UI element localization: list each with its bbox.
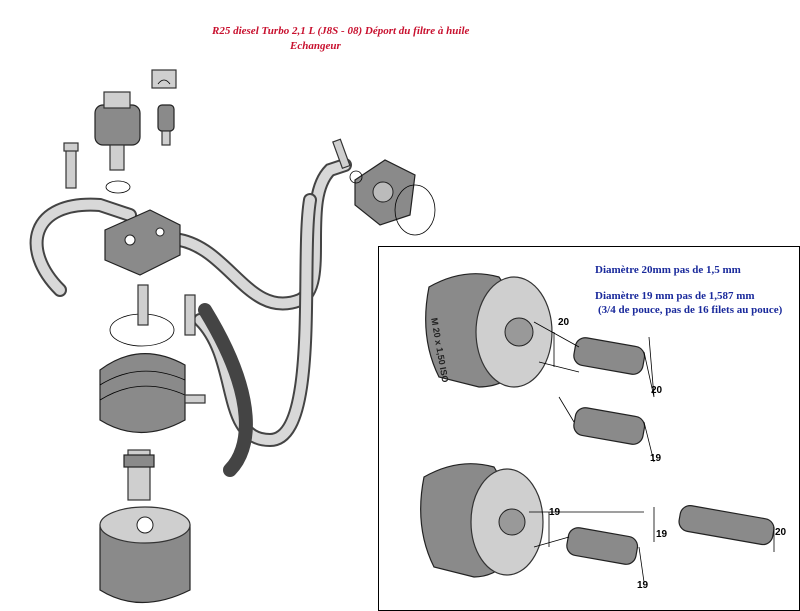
diagram-subtitle: Echangeur: [290, 40, 341, 52]
oil-filter: [99, 506, 191, 604]
oil-hoses: [29, 158, 352, 477]
dimension-lines: [529, 321, 775, 583]
threaded-nipples: [566, 337, 775, 565]
exchanger-flange: [354, 159, 436, 236]
dim-label: 19: [637, 580, 649, 591]
thread-detail-drawing: [420, 273, 775, 583]
temperature-sensor: [151, 69, 177, 146]
dim-label: 20: [651, 385, 663, 396]
thread-detail-inset: Diamètre 20mm pas de 1,5 mm Diamètre 19 …: [378, 246, 800, 611]
bolts: [63, 138, 351, 189]
note-19mm-detail: (3/4 de pouce, pas de 16 filets au pouce…: [598, 304, 783, 316]
filter-m20: [425, 273, 553, 388]
dim-label: 19: [549, 507, 561, 518]
dim-label: 19: [656, 529, 668, 540]
filter-19: [420, 463, 544, 578]
note-20mm: Diamètre 20mm pas de 1,5 mm: [595, 264, 741, 276]
note-19mm: Diamètre 19 mm pas de 1,587 mm: [595, 290, 755, 302]
oil-distribution-block: [104, 209, 181, 276]
dim-label: 20: [558, 317, 570, 328]
filter-adapter: [123, 449, 155, 501]
oil-pressure-sensor: [94, 91, 141, 171]
diagram-title: R25 diesel Turbo 2,1 L (J8S - 08) Déport…: [212, 25, 470, 37]
dim-label: 20: [775, 527, 787, 538]
oil-cooler: [99, 284, 206, 434]
dim-label: 19: [650, 453, 662, 464]
